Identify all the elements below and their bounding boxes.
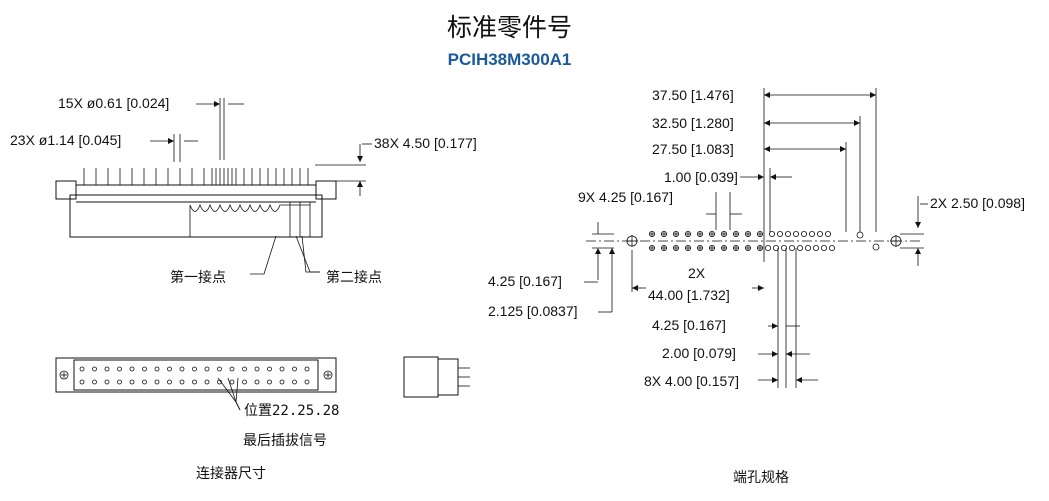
hole — [809, 230, 816, 237]
hole — [825, 230, 832, 237]
contact-dot — [242, 379, 247, 385]
contact-dot — [104, 379, 110, 385]
contact-dot — [279, 379, 285, 385]
hole — [777, 230, 784, 237]
hole — [813, 244, 820, 251]
dim-44-00: 44.00 [1.732] — [648, 287, 730, 303]
contact-dot — [154, 366, 160, 372]
contact-dot — [229, 379, 235, 385]
pin-row — [83, 168, 309, 185]
dim-pin-small: 15X ø0.61 [0.024] — [58, 95, 169, 111]
contact-dot — [254, 366, 260, 372]
hole — [821, 244, 828, 251]
hole — [765, 244, 772, 251]
page-title: 标准零件号 — [446, 13, 572, 42]
contact-dot — [167, 366, 172, 372]
dim-1-00: 1.00 [0.039] — [664, 169, 738, 185]
hole-grid — [649, 230, 836, 251]
contact-dot — [142, 366, 147, 372]
contact-dot — [104, 366, 110, 372]
contact-dot — [217, 366, 222, 372]
second-contact-label: 第二接点 — [326, 269, 382, 286]
hole — [773, 244, 780, 251]
position-note: 位置22.25.28 — [244, 403, 339, 419]
dim-9x-4-25: 9X 4.25 [0.167] — [578, 189, 673, 205]
dim-pin-length: 38X 4.50 [0.177] — [374, 135, 477, 151]
hole — [781, 244, 788, 251]
dim-27-50: 27.50 [1.083] — [652, 141, 734, 157]
contact-dot — [204, 379, 210, 385]
hole-caption: 端孔规格 — [733, 470, 789, 486]
contact-dot — [79, 379, 85, 385]
dim-32-50: 32.50 [1.280] — [652, 115, 734, 131]
first-contact-label: 第一接点 — [170, 269, 226, 286]
contact-dot — [267, 366, 272, 372]
connector-side-view: 第一接点 第二接点 — [55, 168, 382, 286]
contact-dot — [192, 366, 197, 372]
contact-dot — [167, 379, 172, 385]
connector-caption: 连接器尺寸 — [196, 465, 266, 482]
contact-dot — [117, 379, 122, 385]
hole — [817, 230, 824, 237]
dim-2x: 2X — [688, 265, 706, 281]
contact-dot — [279, 366, 285, 372]
contact-dot — [129, 379, 135, 385]
connector-end-view — [403, 356, 470, 398]
hole — [793, 230, 800, 237]
contact-dot — [179, 366, 185, 372]
contact-dot — [292, 366, 297, 372]
hole — [797, 244, 804, 251]
pin-dimensions: 15X ø0.61 [0.024] 23X ø1.14 [0.045] 38X … — [10, 95, 477, 196]
contact-dot — [92, 366, 97, 372]
hole — [805, 244, 812, 251]
contact-dot — [192, 379, 197, 385]
contact-dot — [304, 379, 310, 385]
contact-dot — [254, 379, 260, 385]
hole — [769, 230, 776, 237]
contact-dot — [142, 379, 147, 385]
dim-4-25-left: 4.25 [0.167] — [488, 273, 562, 289]
contact-dot — [154, 379, 160, 385]
dim-37-50: 37.50 [1.476] — [652, 87, 734, 103]
hole — [829, 244, 836, 251]
dim-8x-4-00: 8X 4.00 [0.157] — [644, 373, 739, 389]
hole-pattern: 37.50 [1.476] 32.50 [1.280] 27.50 [1.083… — [488, 87, 1025, 486]
contact-dot — [92, 379, 97, 385]
contact-dot — [267, 379, 272, 385]
hole — [789, 244, 796, 251]
dim-2-125: 2.125 [0.0837] — [488, 303, 578, 319]
contact-dot — [79, 366, 85, 372]
last-signal-note: 最后插拔信号 — [243, 433, 327, 449]
contact-dot — [117, 366, 122, 372]
part-number: PCIH38M300A1 — [447, 50, 572, 69]
hole — [801, 230, 808, 237]
hole — [785, 230, 792, 237]
contact-dot — [179, 379, 185, 385]
contact-dot — [304, 366, 310, 372]
connector-front-view: 位置22.25.28 最后插拔信号 连接器尺寸 — [55, 357, 339, 482]
dim-4-25-bottom: 4.25 [0.167] — [652, 317, 726, 333]
contact-grid — [79, 366, 310, 385]
dim-2x-2-50: 2X 2.50 [0.098] — [930, 195, 1025, 211]
contact-dot — [292, 379, 297, 385]
contact-dot — [242, 366, 247, 372]
contact-dot — [204, 366, 210, 372]
dim-2-00: 2.00 [0.079] — [662, 345, 736, 361]
dim-pin-large: 23X ø1.14 [0.045] — [10, 132, 121, 148]
contact-dot — [229, 366, 235, 372]
contact-dot — [129, 366, 135, 372]
